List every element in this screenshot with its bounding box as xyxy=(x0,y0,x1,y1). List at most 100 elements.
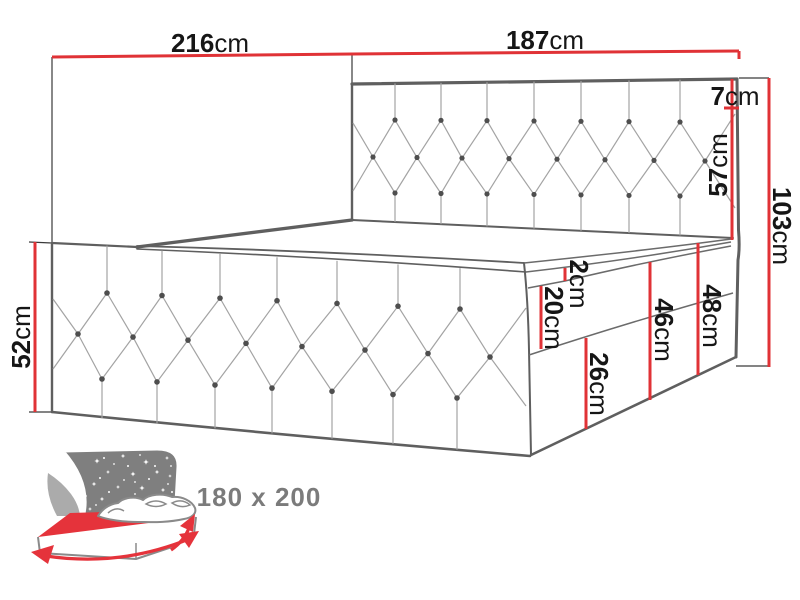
tuft-line xyxy=(440,120,463,159)
tuft-line xyxy=(556,120,582,160)
tuft-line xyxy=(276,300,303,347)
tuft-button xyxy=(243,340,249,347)
tuft-button xyxy=(487,354,493,360)
star-icon xyxy=(99,496,105,502)
topper-seam-lower xyxy=(527,245,732,289)
mattress-top-right-edge xyxy=(523,238,732,264)
star-icon xyxy=(154,469,160,475)
tuft-button xyxy=(392,117,398,123)
headboard-top-edge xyxy=(350,77,739,86)
tuft-line xyxy=(106,292,134,338)
headboard-tufting xyxy=(352,79,736,236)
tuft-button xyxy=(390,391,396,398)
star-dot xyxy=(134,481,136,483)
tuft-line xyxy=(372,119,396,158)
tuft-line xyxy=(364,349,394,395)
tuft-line xyxy=(245,300,278,344)
bed-size-label: 180 x 200 xyxy=(197,482,322,512)
tuft-line xyxy=(533,158,558,195)
tuft-line xyxy=(161,295,189,341)
tuft-line xyxy=(489,307,527,358)
tuft-line xyxy=(456,356,491,399)
tuft-button xyxy=(370,154,376,160)
tuft-line xyxy=(427,353,458,399)
tuft-line xyxy=(156,339,189,383)
tuft-button xyxy=(212,382,218,388)
star-icon xyxy=(160,487,166,493)
dim-label-46: 46cm xyxy=(649,298,679,362)
icon-length-arrow xyxy=(170,527,191,552)
tuft-line xyxy=(628,160,655,196)
star-icon xyxy=(94,458,100,464)
box-top-edge xyxy=(528,292,734,356)
mattress-front-edge xyxy=(136,245,525,264)
tuft-line xyxy=(486,120,510,159)
star-dot xyxy=(167,483,169,485)
panel-top-edge xyxy=(136,248,527,273)
tuft-line xyxy=(489,356,527,407)
tuft-line xyxy=(394,157,418,194)
base-bottom-right-edge xyxy=(529,355,738,457)
star-dot xyxy=(108,491,110,493)
mattress-back-edge xyxy=(351,219,734,239)
tuft-line xyxy=(301,346,333,392)
tuft-line xyxy=(461,120,488,159)
tuft-button xyxy=(484,191,490,197)
tuft-line xyxy=(653,121,681,161)
tuft-button xyxy=(506,156,512,162)
star-icon xyxy=(88,507,92,511)
icon-duvet-folds xyxy=(107,500,192,514)
tuft-button xyxy=(677,193,683,199)
star-dot xyxy=(127,465,129,467)
tuft-button xyxy=(578,192,584,198)
tuft-button xyxy=(554,156,560,162)
tuft-button xyxy=(425,350,431,357)
panel-top-left-edge xyxy=(50,241,139,249)
tuft-line xyxy=(704,160,736,209)
tuft-button xyxy=(130,334,136,340)
tuft-line xyxy=(364,305,399,351)
icon-width-arrowhead-left xyxy=(31,545,54,564)
tuft-line xyxy=(580,159,606,196)
tuft-line xyxy=(301,303,338,347)
star-dot xyxy=(123,479,125,481)
tuft-line xyxy=(132,336,158,383)
dim-line-216 xyxy=(51,52,353,59)
tuft-line xyxy=(461,157,488,195)
dim-label-52: 52cm xyxy=(6,305,36,369)
bed-outline xyxy=(50,77,741,458)
corner-edge xyxy=(523,262,532,456)
star-icon xyxy=(106,470,110,474)
tuft-line xyxy=(416,157,442,194)
tuft-button xyxy=(677,119,683,125)
star-dot xyxy=(154,465,156,467)
tuft-line xyxy=(459,308,491,358)
tuft-line xyxy=(427,308,461,354)
dimension-lines xyxy=(33,49,771,429)
star-icon xyxy=(120,453,126,459)
dim-label-187: 187cm xyxy=(506,25,584,55)
tuft-button xyxy=(75,331,81,337)
icon-width-arrow xyxy=(45,537,190,561)
icon-duvet xyxy=(97,493,197,524)
tuft-button xyxy=(299,343,305,350)
tuft-line xyxy=(653,160,681,197)
tuft-button xyxy=(269,385,275,391)
tuft-line xyxy=(556,158,582,196)
tuft-button xyxy=(531,118,537,124)
star-dot xyxy=(99,477,101,479)
tuft-button xyxy=(104,290,110,296)
side-panel-tufting xyxy=(52,245,527,450)
bed-size-icon xyxy=(31,447,199,564)
star-icon xyxy=(168,474,172,478)
tuft-line xyxy=(604,121,630,161)
star-icon xyxy=(165,456,169,460)
star-dot xyxy=(113,463,115,465)
tuft-button xyxy=(454,395,460,401)
star-dot xyxy=(85,495,87,497)
dim-label-26: 26cm xyxy=(584,352,614,416)
dim-label-48: 48cm xyxy=(697,284,727,348)
tuft-line xyxy=(580,120,606,161)
tuft-button xyxy=(274,297,280,304)
